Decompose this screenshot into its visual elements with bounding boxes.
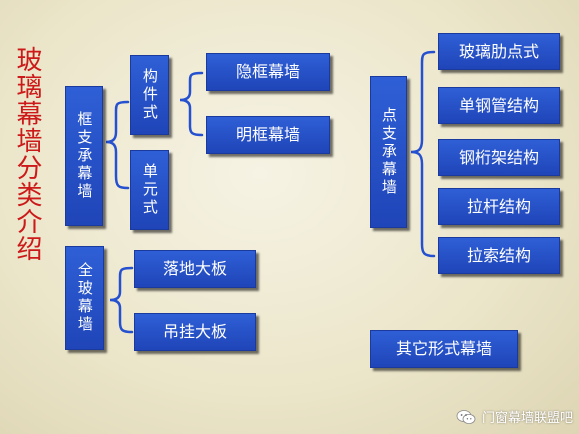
box-exposed-frame: 明框幕墙 [206,116,330,154]
bracket-frame-supported [105,100,130,190]
wechat-icon [456,409,476,424]
bracket-all-glass [109,266,134,334]
point-item-label: 玻璃肋点式 [458,41,539,61]
frame-supported-label: 框支承幕墙 [75,111,94,201]
hanging-label: 吊挂大板 [162,322,227,341]
point-item-label: 单钢管结构 [458,95,539,115]
box-other: 其它形式幕墙 [370,330,518,368]
box-point-item-3: 钢桁架结构 [438,139,560,176]
box-point-item-2: 单钢管结构 [438,87,560,124]
box-component: 构件式 [130,55,169,135]
box-unitized: 单元式 [130,150,169,230]
page-title: 玻璃幕墙分类介绍 [12,46,42,262]
watermark: 门窗幕墙联盟吧 [456,407,573,426]
point-item-label: 钢桁架结构 [458,147,539,167]
box-point-supported: 点支承幕墙 [370,76,407,228]
box-point-item-4: 拉杆结构 [438,188,560,225]
component-label: 构件式 [140,68,159,122]
all-glass-label: 全玻幕墙 [75,262,94,334]
other-label: 其它形式幕墙 [395,339,492,358]
unitized-label: 单元式 [140,163,159,217]
watermark-text: 门窗幕墙联盟吧 [481,411,573,426]
floor-supported-label: 落地大板 [162,259,227,278]
point-item-label: 拉索结构 [466,245,531,265]
box-all-glass: 全玻幕墙 [65,246,104,350]
point-supported-label: 点支承幕墙 [379,107,398,197]
box-floor-supported: 落地大板 [134,250,256,288]
box-hidden-frame: 隐框幕墙 [206,53,330,91]
box-point-item-1: 玻璃肋点式 [438,33,560,70]
box-point-item-5: 拉索结构 [438,237,560,274]
hidden-frame-label: 隐框幕墙 [235,62,300,81]
box-hanging: 吊挂大板 [134,313,256,351]
box-frame-supported: 框支承幕墙 [65,86,103,226]
exposed-frame-label: 明框幕墙 [235,125,300,144]
point-item-label: 拉杆结构 [466,196,531,216]
bracket-point-supported [410,50,436,258]
bracket-component [179,71,204,137]
